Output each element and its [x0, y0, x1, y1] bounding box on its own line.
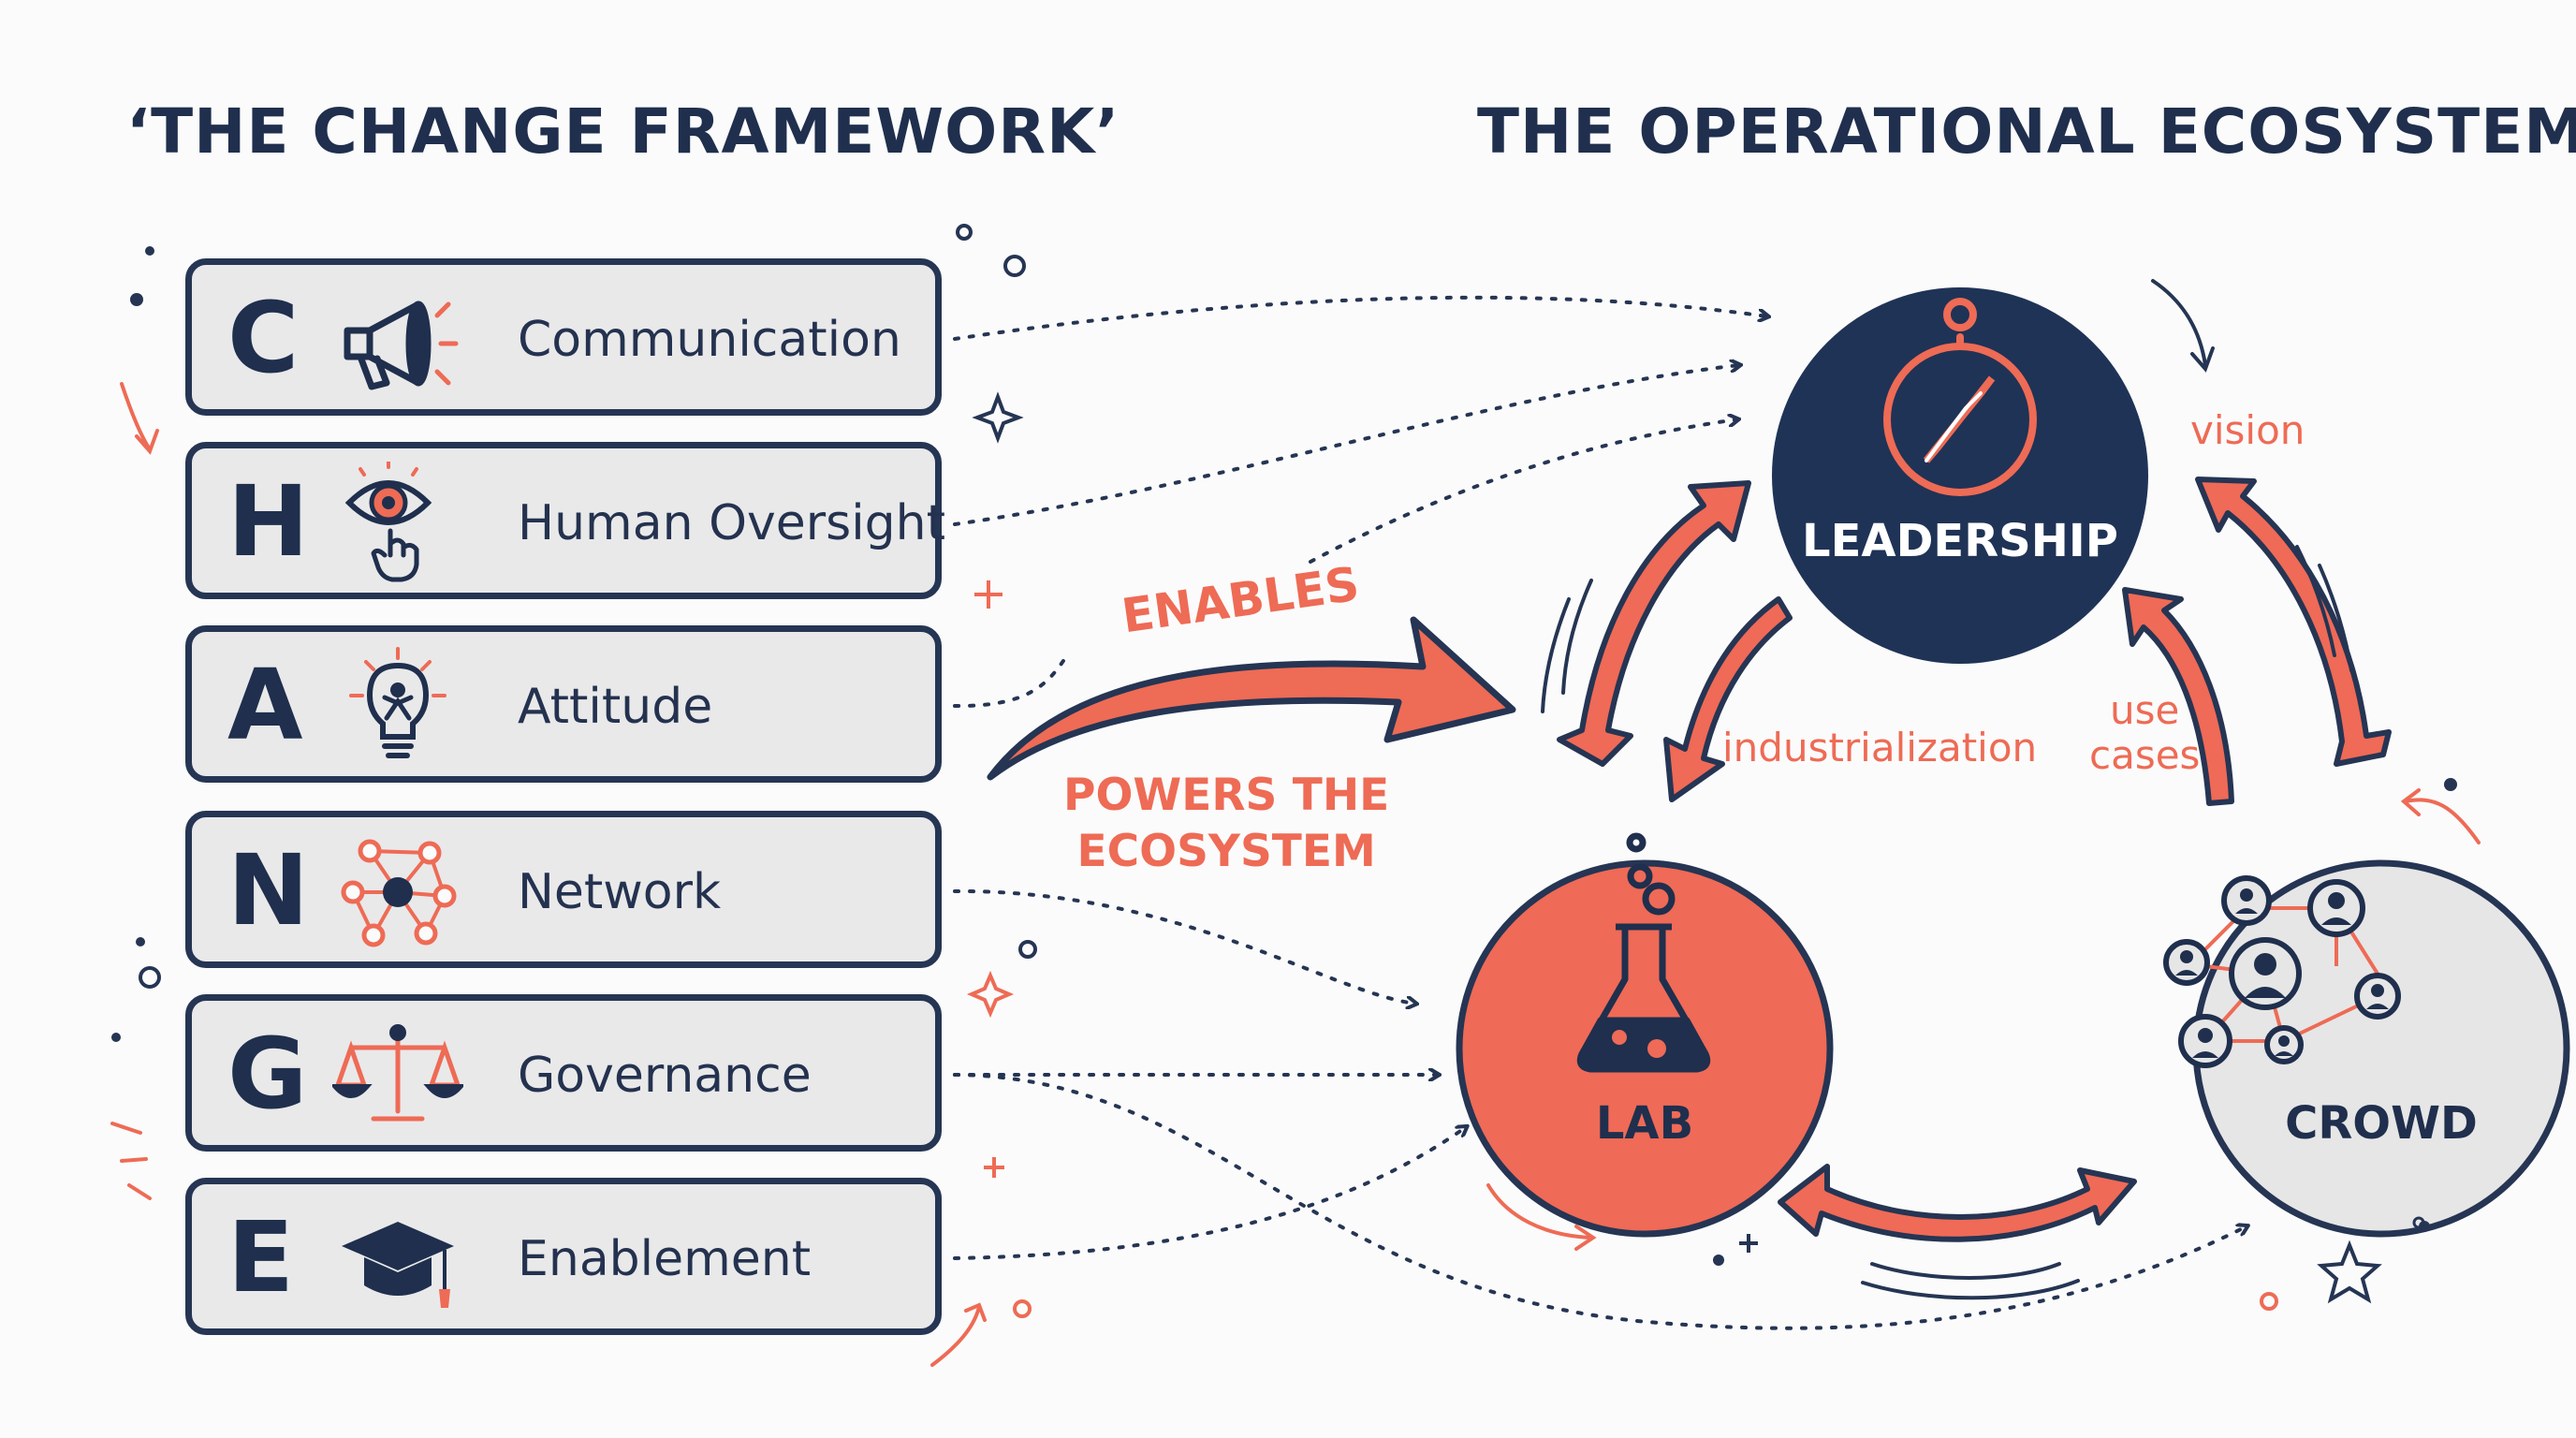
arrow-industrialization — [1663, 596, 1793, 802]
use-cases-line2: cases — [2089, 732, 2201, 778]
leadership-node — [1772, 287, 2148, 664]
row-enablement: E Enablement — [185, 1178, 942, 1335]
row-letter: H — [227, 464, 310, 579]
row-label: Communication — [518, 312, 901, 368]
motion-strokes — [1541, 279, 2353, 1300]
megaphone-icon — [344, 301, 459, 390]
row-label: Governance — [518, 1048, 812, 1104]
powers-line2: ECOSYSTEM — [1076, 826, 1376, 877]
enables-arrow — [987, 616, 1516, 781]
row-governance: G Governance — [185, 994, 942, 1152]
use-cases-label: use cases — [2089, 688, 2200, 778]
network-nodes-icon — [341, 839, 457, 947]
arrow-use-cases — [2122, 587, 2234, 806]
row-human-oversight: H Human Oversight — [185, 442, 946, 599]
connector-network — [953, 888, 1415, 1004]
eye-hand-icon — [344, 462, 432, 582]
crowd-label: CROWD — [2285, 1097, 2478, 1150]
graduation-cap-icon — [342, 1222, 454, 1308]
row-network: N Network — [185, 811, 942, 968]
lightbulb-person-icon — [349, 647, 446, 758]
cycle-arrows — [1557, 477, 2392, 1242]
powers-line1: POWERS THE — [1063, 770, 1390, 821]
connector-enablement — [953, 1127, 1466, 1260]
row-label: Attitude — [518, 679, 713, 735]
row-letter: E — [227, 1200, 295, 1314]
row-communication: C Communication — [185, 258, 942, 416]
arrow-lab-crowd — [1778, 1164, 2137, 1242]
compass-icon — [1883, 298, 2037, 496]
row-letter: C — [227, 281, 300, 395]
leadership-label: LEADERSHIP — [1802, 515, 2118, 567]
powers-ecosystem-label: POWERS THE ECOSYSTEM — [1063, 768, 1389, 880]
connector-governance-crowd — [953, 1073, 2247, 1330]
row-label: Enablement — [518, 1231, 812, 1287]
row-label: Human Oversight — [518, 495, 946, 551]
connector-attitude-top — [1309, 419, 1737, 564]
vision-label: vision — [2190, 407, 2305, 453]
row-letter: G — [227, 1017, 308, 1131]
connector-attitude — [953, 653, 1069, 709]
people-network-icon — [2163, 875, 2401, 1068]
row-label: Network — [518, 864, 722, 920]
flask-icon — [1576, 832, 1711, 1073]
ecosystem-title: THE OPERATIONAL ECOSYSTEM — [1477, 95, 2576, 168]
arrow-leadership-crowd — [2195, 477, 2392, 767]
industrialization-label: industrialization — [1722, 725, 2038, 770]
row-letter: A — [227, 648, 303, 762]
scales-icon — [332, 1024, 463, 1122]
lab-label: LAB — [1595, 1097, 1694, 1150]
connector-human-oversight — [953, 365, 1739, 526]
arrow-leadership-lab — [1557, 480, 1751, 767]
row-letter: N — [227, 833, 310, 947]
row-attitude: A Attitude — [185, 625, 942, 783]
framework-title: ‘THE CHANGE FRAMEWORK’ — [126, 95, 1120, 168]
use-cases-line1: use — [2110, 687, 2180, 733]
decorative-marks — [111, 224, 2457, 1318]
dotted-connectors — [953, 295, 2247, 1330]
connector-communication — [953, 295, 1767, 341]
